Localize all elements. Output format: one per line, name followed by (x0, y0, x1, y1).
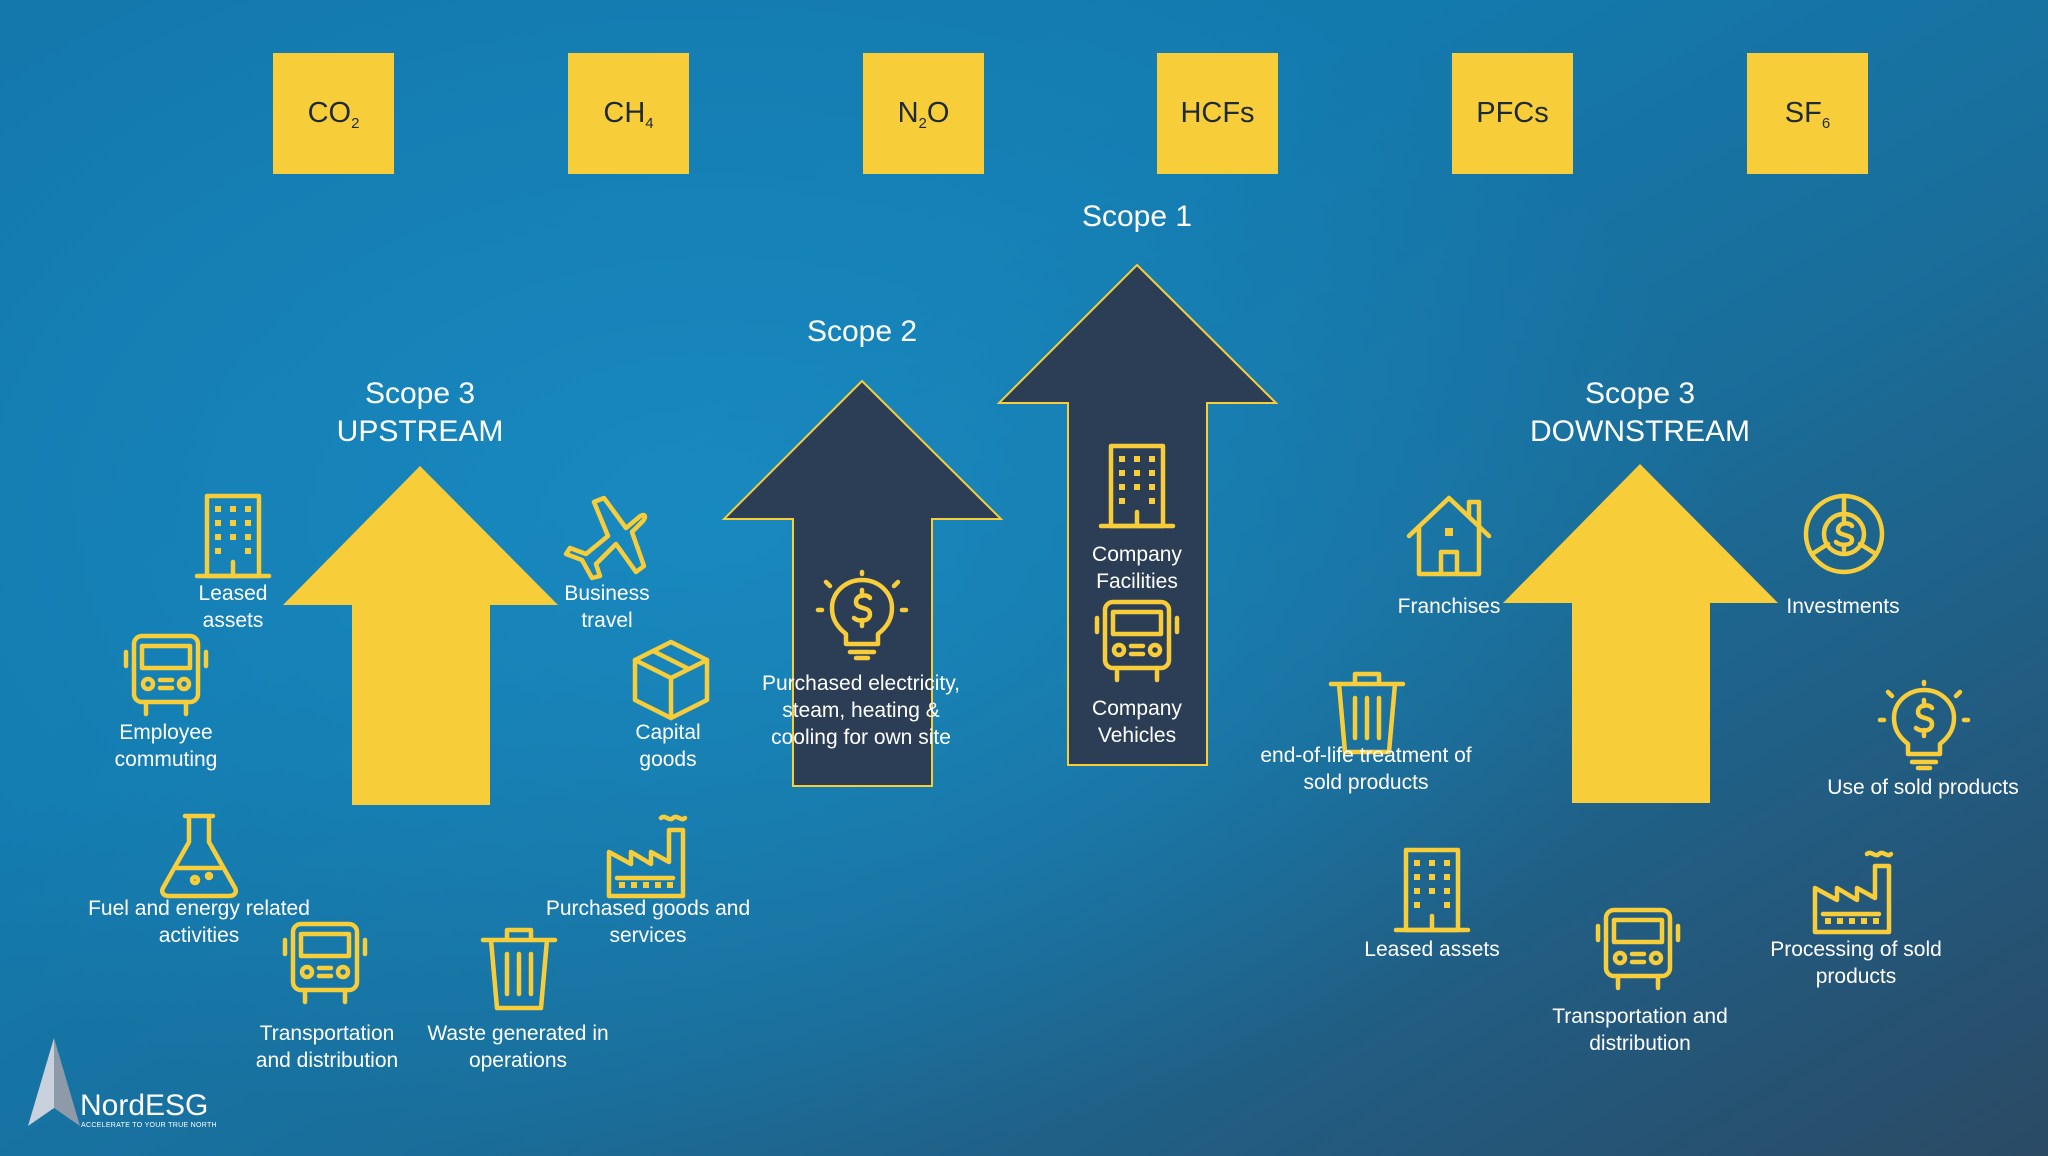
company-facilities-label: Company Facilities (1092, 541, 1182, 595)
factory-icon (603, 812, 691, 900)
gas-subscript: 2 (351, 115, 360, 132)
investments-label: Investments (1786, 595, 1900, 618)
scope3-upstream-line2: UPSTREAM (336, 415, 504, 448)
use-of-sold-products-label: Use of sold products (1827, 776, 2019, 799)
bus-icon (122, 630, 210, 718)
gas-subscript: 2 (918, 115, 927, 132)
label-line: and distribution (255, 1049, 399, 1072)
factory-icon (1809, 848, 1897, 936)
label-line: distribution (1589, 1032, 1691, 1055)
gas-label: PFCs (1476, 97, 1549, 129)
scope3-downstream-line1: Scope 3 (1584, 377, 1696, 410)
gas-subscript: 6 (1821, 115, 1831, 132)
label-line: travel (581, 609, 633, 632)
franchises-label: Franchises (1397, 595, 1501, 618)
label-line: end-of-life treatment of (1260, 744, 1472, 767)
lightbulb-dollar-icon (1877, 679, 1971, 771)
label-line: Fuel and energy related (88, 897, 310, 920)
label-line: Transportation (259, 1022, 395, 1045)
transportation-upstream-label: Transportation and distribution (256, 1020, 398, 1074)
scope1-label: Scope 1 (1081, 200, 1193, 233)
label-line: Company (1092, 697, 1182, 720)
gas-box-pfcs: PFCs (1452, 53, 1573, 174)
gas-box-hcfs: HCFs (1157, 53, 1278, 174)
box-icon (627, 636, 715, 724)
label-line: Purchased goods and (545, 897, 751, 920)
scope3-downstream-label: Scope 3 DOWNSTREAM (1530, 375, 1750, 451)
label-line: goods (639, 748, 697, 771)
investment-chart-icon (1800, 490, 1888, 578)
building-icon (1388, 846, 1476, 934)
leased-assets-downstream-label: Leased assets (1364, 938, 1500, 961)
label-line: operations (468, 1049, 568, 1072)
label-line: sold products (1303, 771, 1429, 794)
logo-tagline: ACCELERATE TO YOUR TRUE NORTH (81, 1122, 217, 1129)
label-line: services (609, 924, 687, 947)
company-vehicles-label: Company Vehicles (1092, 695, 1182, 749)
business-travel-label: Business travel (564, 580, 649, 634)
label-line: activities (158, 924, 240, 947)
flask-icon (155, 810, 243, 899)
scope3-downstream-line2: DOWNSTREAM (1530, 415, 1750, 448)
gas-label-tail: O (926, 97, 950, 129)
gas-label: HCFs (1180, 97, 1255, 129)
label-line: Purchased electricity, (761, 672, 961, 695)
bus-icon (1093, 596, 1181, 684)
scope3-upstream-label: Scope 3 UPSTREAM (337, 375, 504, 451)
label-line: products (1815, 965, 1897, 988)
bus-icon (1594, 904, 1682, 992)
waste-label: Waste generated in operations (427, 1020, 608, 1074)
capital-goods-label: Capital goods (635, 719, 700, 773)
processing-label: Processing of sold products (1770, 936, 1942, 990)
label-line: assets (202, 609, 264, 632)
airplane-icon (560, 492, 648, 581)
employee-commuting-label: Employee commuting (115, 719, 218, 773)
label-line: Company (1092, 543, 1182, 566)
trash-icon (1323, 668, 1411, 756)
purchased-electricity-label: Purchased electricity, steam, heating & … (762, 670, 960, 751)
label-line: Vehicles (1097, 724, 1177, 747)
label-line: Transportation and (1552, 1005, 1728, 1028)
scope3-upstream-arrow (283, 466, 558, 805)
label-line: commuting (114, 748, 218, 771)
gas-label: CO (307, 97, 352, 129)
end-of-life-label: end-of-life treatment of sold products (1260, 742, 1471, 796)
leased-assets-upstream-label: Leased assets (199, 580, 268, 634)
label-line: Processing of sold (1770, 938, 1942, 961)
label-line: cooling for own site (771, 726, 951, 749)
nordesg-logo (28, 1038, 80, 1126)
gas-label: N (897, 97, 919, 129)
scope2-label: Scope 2 (806, 315, 918, 348)
label-line: Business (564, 582, 650, 605)
bus-icon (281, 918, 369, 1006)
label-line: Capital (635, 721, 701, 744)
building-icon (1093, 442, 1181, 530)
label-line: Facilities (1096, 570, 1178, 593)
scope3-upstream-line1: Scope 3 (364, 377, 476, 410)
gas-subscript: 4 (645, 115, 654, 132)
label-line: Employee (119, 721, 213, 744)
fuel-energy-label: Fuel and energy related activities (88, 895, 310, 949)
scope3-downstream-arrow (1503, 464, 1778, 803)
label-line: steam, heating & (782, 699, 940, 722)
transportation-downstream-label: Transportation and distribution (1552, 1003, 1728, 1057)
logo-name: NordESG (80, 1089, 209, 1122)
building-icon (189, 492, 277, 580)
gas-label: CH (603, 97, 646, 129)
trash-icon (475, 924, 563, 1012)
label-line: Leased (198, 582, 268, 605)
purchased-goods-label: Purchased goods and services (546, 895, 750, 949)
gas-label: SF (1784, 97, 1822, 129)
label-line: Waste generated in (427, 1022, 609, 1045)
lightbulb-dollar-icon (815, 569, 909, 661)
scope2-arrow (721, 379, 1004, 787)
house-icon (1405, 492, 1493, 580)
